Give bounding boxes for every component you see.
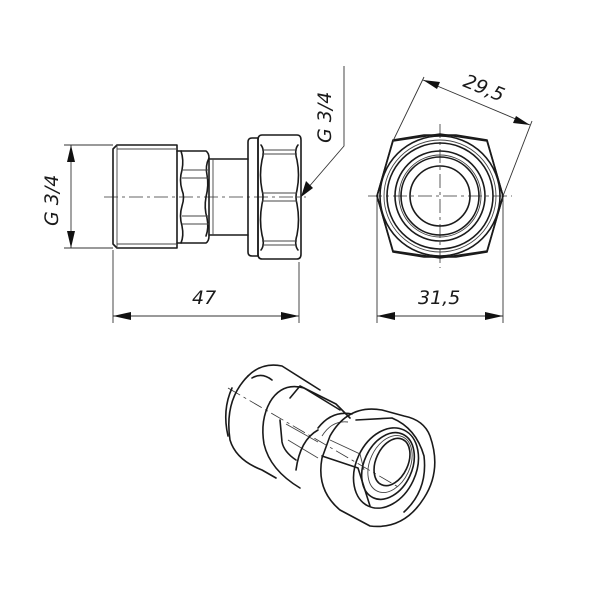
side-view: G 3/4 G 3/4 47 — [41, 66, 345, 323]
small-hex-body — [176, 150, 210, 244]
isometric-view — [224, 364, 436, 528]
iso-small-hex — [262, 385, 351, 489]
across-corners-label: 31,5 — [418, 287, 460, 309]
iso-centerline — [227, 387, 401, 489]
neck — [208, 158, 249, 236]
length-dimension: 47 — [112, 250, 300, 323]
length-label: 47 — [192, 287, 216, 309]
across-flats-label: 29,5 — [460, 70, 507, 106]
iso-neck — [317, 412, 353, 437]
male-thread-body — [112, 144, 178, 249]
end-view: 29,5 31,5 — [368, 70, 533, 323]
flange — [247, 137, 259, 257]
left-thread-dimension: G 3/4 — [41, 144, 113, 249]
right-thread-leader: G 3/4 — [300, 66, 345, 197]
right-thread-label: G 3/4 — [314, 92, 336, 143]
iso-pipe — [224, 364, 321, 479]
left-thread-label: G 3/4 — [41, 175, 63, 226]
across-corners-dimension: 31,5 — [376, 198, 504, 323]
union-nut — [257, 134, 302, 260]
iso-union-nut — [320, 408, 436, 528]
